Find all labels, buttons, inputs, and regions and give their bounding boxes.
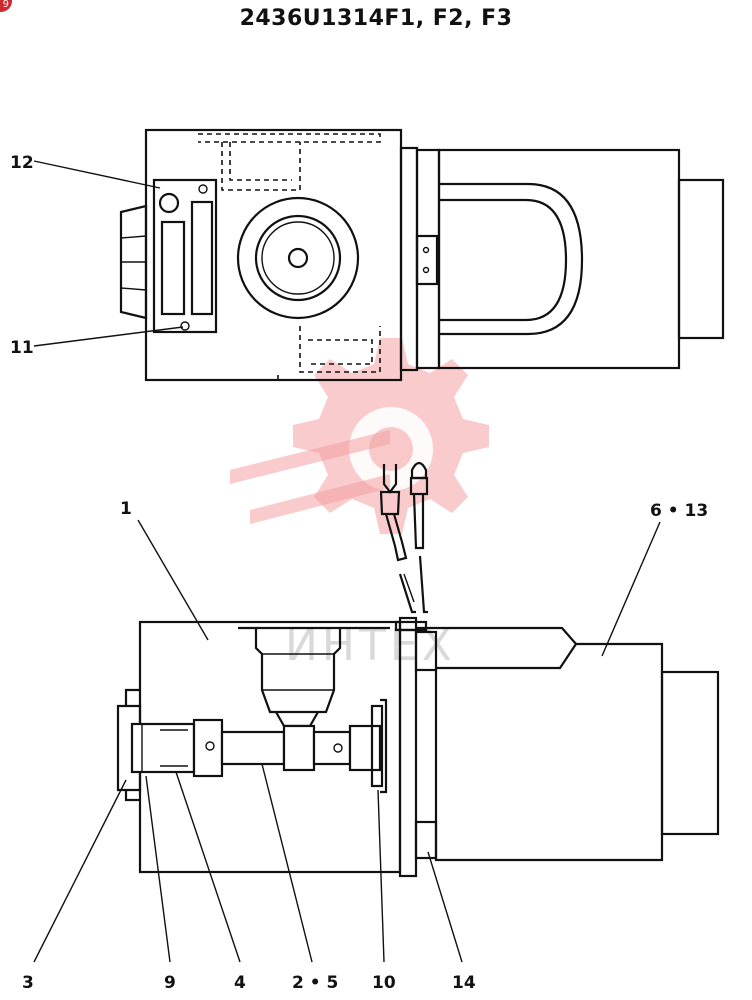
drawing-title: 2436U1314F1, F2, F3 bbox=[239, 6, 513, 31]
part-label-3: 3 bbox=[22, 973, 34, 993]
part-label-10: 10 bbox=[372, 973, 396, 993]
part-label-1: 1 bbox=[120, 499, 132, 519]
side-view bbox=[116, 616, 720, 878]
leader-4 bbox=[175, 771, 241, 963]
leader-10 bbox=[377, 789, 385, 963]
part-label-6-13: 6 • 13 bbox=[650, 501, 708, 521]
top-view bbox=[119, 128, 725, 382]
leader-12 bbox=[33, 160, 161, 189]
leader-6-13 bbox=[601, 521, 661, 657]
leader-1 bbox=[137, 519, 209, 641]
leader-14 bbox=[427, 851, 463, 963]
leader-9 bbox=[145, 775, 171, 963]
part-label-11: 11 bbox=[10, 338, 34, 358]
watermark-gear-logo bbox=[230, 338, 489, 534]
leader-2-5 bbox=[261, 763, 313, 963]
part-label-4: 4 bbox=[234, 973, 246, 993]
part-label-2-5: 2 • 5 bbox=[292, 973, 338, 993]
part-label-12: 12 bbox=[10, 153, 34, 173]
part-label-14: 14 bbox=[452, 973, 476, 993]
leader-3 bbox=[33, 779, 127, 963]
leader-11 bbox=[33, 326, 184, 347]
part-label-9: 9 bbox=[164, 973, 176, 993]
wire-leads bbox=[379, 461, 429, 614]
